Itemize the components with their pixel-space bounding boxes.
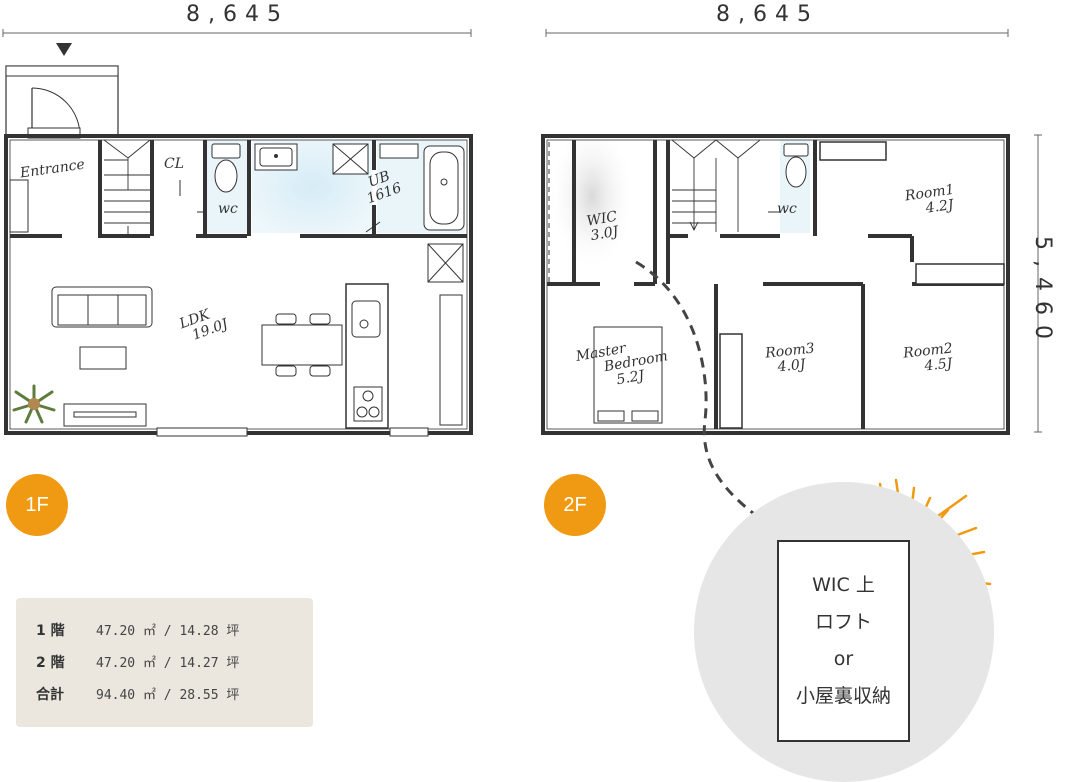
- dimension-lines: [2, 29, 1042, 433]
- room-label-wc-1f: wc: [218, 201, 238, 217]
- floor-badge-1f: 1F: [6, 474, 68, 536]
- area-value: 47.20 ㎡ / 14.27 坪: [96, 656, 240, 671]
- area-floor-label: 合計: [36, 687, 64, 703]
- loft-line1: WIC 上: [812, 574, 875, 596]
- area-row-total: 合計 94.40 ㎡ / 28.55 坪: [36, 684, 239, 704]
- room-label-wic: WIC 3.0J: [585, 209, 621, 245]
- loft-line2: ロフト: [814, 611, 872, 633]
- floor1-plan: [4, 43, 473, 437]
- room-label-room3: Room3 4.0J: [764, 340, 817, 376]
- floor1-width-dimension: 8,645: [186, 2, 289, 27]
- area-value: 47.20 ㎡ / 14.28 坪: [96, 624, 240, 639]
- depth-dimension: 5,460: [1030, 236, 1055, 349]
- floor-badge-2f: 2F: [544, 474, 606, 536]
- entry-arrow-icon: [56, 43, 72, 56]
- area-floor-label: 2 階: [36, 655, 65, 671]
- area-summary-panel: 1 階 47.20 ㎡ / 14.28 坪 2 階 47.20 ㎡ / 14.27 …: [16, 598, 313, 727]
- area-row-1f: 1 階 47.20 ㎡ / 14.28 坪: [36, 620, 239, 640]
- loft-line3: or: [833, 648, 854, 670]
- room-label-cl: CL: [164, 156, 185, 172]
- plant-icon: [12, 384, 56, 424]
- area-row-2f: 2 階 47.20 ㎡ / 14.27 坪: [36, 652, 239, 672]
- area-floor-label: 1 階: [36, 623, 65, 639]
- floor2-width-dimension: 8,645: [716, 2, 819, 27]
- room-label-room2: Room2 4.5J: [902, 340, 955, 376]
- room-label-wc-2f: wc: [777, 201, 797, 217]
- floor2-plan: [541, 134, 1010, 524]
- area-value: 94.40 ㎡ / 28.55 坪: [96, 688, 240, 703]
- loft-line4: 小屋裏収納: [795, 685, 891, 707]
- loft-callout-box: WIC 上 ロフト or 小屋裏収納: [777, 540, 910, 742]
